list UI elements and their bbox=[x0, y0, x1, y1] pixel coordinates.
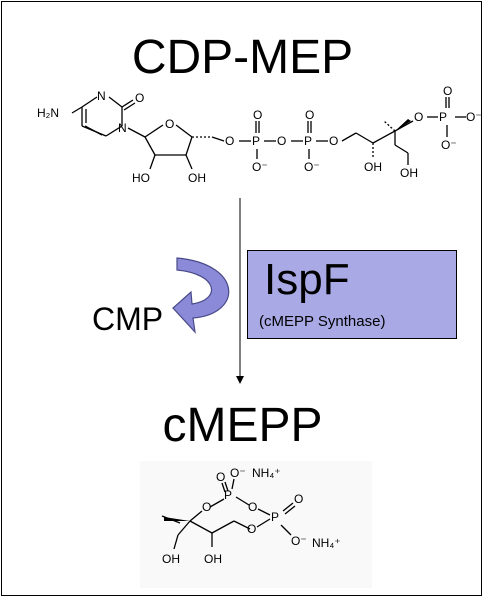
bridge-o-2: O bbox=[277, 134, 286, 148]
ammonium-a: NH₄⁺ bbox=[252, 466, 281, 480]
phosphoryl-o-3: O bbox=[443, 85, 452, 98]
phosphorus-1: P bbox=[252, 134, 260, 148]
phosphorus-2: P bbox=[304, 134, 312, 148]
cmp-release-arrow bbox=[172, 257, 230, 334]
phosphoryl-o-b: O bbox=[294, 492, 303, 506]
hydroxyl-c2: OH bbox=[364, 160, 382, 174]
ring-oxygen-2: O bbox=[247, 522, 256, 536]
hydroxyl-left: OH bbox=[162, 552, 180, 566]
furan-o-label: O bbox=[165, 117, 174, 131]
cmepp-structure-panel bbox=[140, 461, 372, 588]
phosphate-o-minus-a: O⁻ bbox=[230, 466, 246, 480]
phosphorus-b: P bbox=[271, 510, 279, 524]
enzyme-name: IspF bbox=[264, 255, 350, 304]
phosphate-o-minus-1: O⁻ bbox=[252, 160, 268, 174]
cdp-mep-structure: H₂N N O N O HO OH O P O O⁻ O P O O⁻ O OH… bbox=[37, 85, 482, 185]
reaction-arrow bbox=[236, 198, 244, 384]
sugar-oh-label: OH bbox=[188, 171, 206, 185]
phosphate-o-minus-3a: O⁻ bbox=[441, 138, 457, 152]
phosphoryl-o-1: O bbox=[253, 108, 262, 122]
phosphorus-3: P bbox=[439, 110, 447, 124]
glyco-n-label: N bbox=[118, 121, 127, 135]
phosphate-o-minus-3b: O⁻ bbox=[466, 110, 482, 124]
enzyme-description: (cMEPP Synthase) bbox=[259, 313, 386, 330]
amine-label: H₂N bbox=[37, 106, 59, 120]
product-title: cMEPP bbox=[162, 399, 323, 452]
bridge-o-1: O bbox=[225, 134, 234, 148]
hydroxyl-right: OH bbox=[204, 552, 222, 566]
bridge-o-4: O bbox=[414, 110, 423, 124]
phosphoryl-o-a: O bbox=[216, 470, 225, 484]
ring-oxygen-1: O bbox=[202, 500, 211, 514]
cmepp-structure: O P O O⁻ NH₄⁺ O P O O O⁻ NH₄⁺ OH OH bbox=[161, 466, 341, 566]
bridge-o-3: O bbox=[329, 134, 338, 148]
phosphoryl-o-2: O bbox=[305, 108, 314, 122]
substrate-title: CDP-MEP bbox=[131, 31, 354, 84]
phosphate-o-minus-b: O⁻ bbox=[291, 534, 307, 548]
sugar-ho-label: HO bbox=[132, 171, 150, 185]
hydroxyl-c1: OH bbox=[400, 166, 418, 180]
byproduct-label: CMP bbox=[92, 301, 164, 337]
phosphorus-a: P bbox=[224, 488, 232, 502]
bridge-oxygen: O bbox=[248, 500, 257, 514]
ring-n-label: N bbox=[97, 89, 106, 103]
phosphate-o-minus-2: O⁻ bbox=[304, 160, 320, 174]
keto-o-label: O bbox=[135, 91, 144, 105]
enzyme-box: IspF (cMEPP Synthase) bbox=[247, 250, 457, 339]
ammonium-b: NH₄⁺ bbox=[312, 536, 341, 550]
